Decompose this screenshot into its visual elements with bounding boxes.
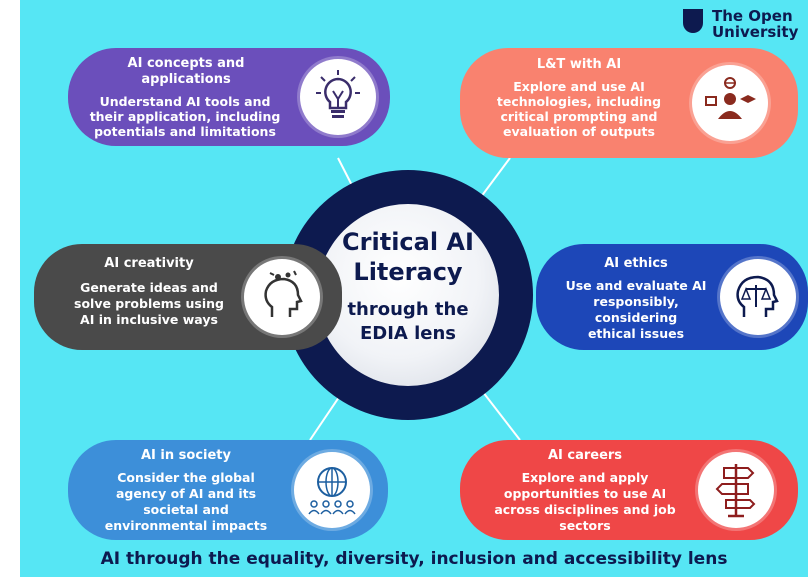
card-body-line: responsibly, [593,294,679,309]
card-ai-in-society: AI in society Consider the global agency… [68,440,388,540]
card-body-line: Consider the global [117,470,255,485]
card-body-line: environmental impacts [104,518,268,533]
card-title: AI ethics [604,256,668,271]
card-body-line: opportunities to use AI [503,486,667,501]
center-disc: Critical AI Literacy through the EDIA le… [317,204,499,386]
card-body-line: across disciplines and job [494,502,676,517]
card-body-line: societal and [143,502,229,517]
card-body-line: Explore and use AI [513,79,645,94]
card-ai-concepts: AI concepts and applications Understand … [68,48,390,146]
card-body-line: ethical issues [587,326,685,341]
learner-icon [692,65,768,141]
card-title: applications [141,72,231,87]
logo-line-2: University [712,23,799,41]
signpost-icon [698,452,774,528]
center-subtitle-line-2: EDIA lens [359,323,457,344]
card-title: AI in society [141,448,231,463]
card-title: AI creativity [104,256,194,271]
card-body-line: Explore and apply [521,470,649,485]
logo-line-1: The Open [712,7,793,25]
card-body-line: technologies, including [496,94,662,109]
card-ai-ethics: AI ethics Use and evaluate AI responsibl… [536,244,808,350]
creative-head-icon [244,259,320,335]
card-body-line: considering [594,310,678,325]
footer-caption: AI through the equality, diversity, incl… [100,549,728,569]
card-body-line: solve problems using [74,296,224,311]
center-title-line-1: Critical AI [342,228,474,256]
center-subtitle-line-1: through the [347,299,469,320]
card-body-line: Understand AI tools and [99,94,271,109]
card-body-line: sectors [559,518,611,533]
card-body-line: Use and evaluate AI [565,278,707,293]
card-ai-creativity: AI creativity Generate ideas and solve p… [34,244,342,350]
card-title: AI careers [547,448,623,463]
card-title: L&T with AI [536,57,622,72]
center-title-line-2: Literacy [353,258,463,286]
card-body-line: critical prompting and [500,109,658,124]
card-body-line: agency of AI and its [115,486,257,501]
card-body-line: their application, including [89,109,281,124]
card-title: AI concepts and [127,56,245,71]
card-body-line: evaluation of outputs [503,124,655,139]
card-ai-careers: AI careers Explore and apply opportuniti… [460,440,798,540]
globe-people-icon [294,452,370,528]
card-lt-with-ai: L&T with AI Explore and use AI technolog… [460,48,798,158]
card-body-line: AI in inclusive ways [80,312,218,327]
lightbulb-icon [300,59,376,135]
infographic-canvas: The Open University Critical AI Literacy… [20,0,808,577]
scales-head-icon [720,259,796,335]
open-university-logo: The Open University [680,5,808,45]
card-body-line: Generate ideas and [80,280,218,295]
shield-logo-icon [683,9,703,33]
card-body-line: potentials and limitations [94,124,276,139]
